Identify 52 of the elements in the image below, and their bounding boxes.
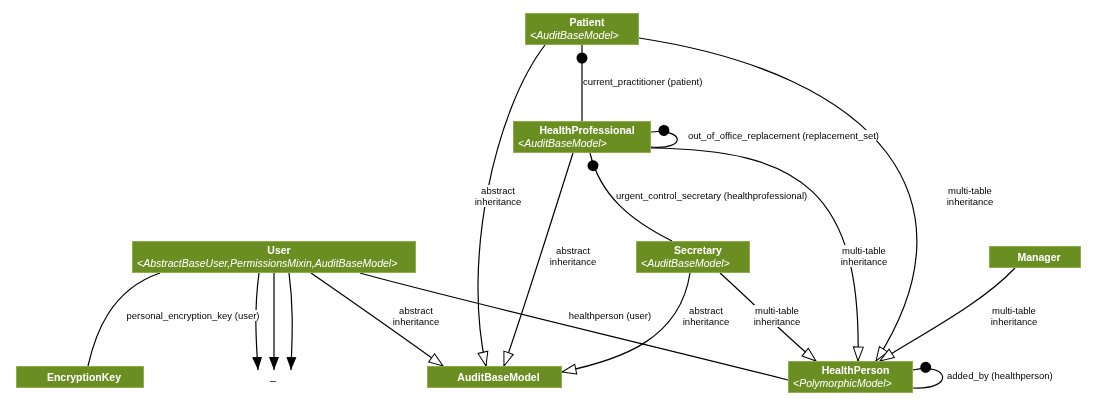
class-name: Patient xyxy=(568,16,606,29)
node-label: _ xyxy=(266,370,280,388)
class-name: HealthPerson xyxy=(820,364,891,377)
edge-label: out_of_office_replacement (replacement_set) xyxy=(688,130,879,141)
class-box xyxy=(16,366,144,388)
edge-label: abstract inheritance xyxy=(549,245,597,267)
edge-label: added_by (healthperson) xyxy=(947,370,1053,381)
edge-label: urgent_control_secretary (healthprofessional) xyxy=(616,190,808,201)
edge-label: multi-table inheritance xyxy=(840,245,888,267)
base-classes: <AbstractBaseUser,PermissionsMixin,AuditBaseModel> xyxy=(137,257,399,270)
edge-label: healthperson (user) xyxy=(568,310,652,321)
class-box xyxy=(636,241,750,273)
arrow xyxy=(252,272,263,371)
base-classes: <AuditBaseModel> xyxy=(518,137,608,150)
class-box xyxy=(989,246,1081,268)
association-line xyxy=(576,44,588,122)
class-name: Secretary xyxy=(673,244,723,257)
class-box xyxy=(427,366,562,388)
base-classes: <PolymorphicModel> xyxy=(793,377,893,390)
class-box xyxy=(788,361,913,393)
edge-label: multi-table inheritance xyxy=(753,305,801,327)
class-box xyxy=(525,13,639,45)
association-line xyxy=(912,362,944,389)
class-name: EncryptionKey xyxy=(45,370,122,384)
arrow xyxy=(650,147,864,362)
edge-label: current_practitioner (patient) xyxy=(583,76,703,87)
class-name: Manager xyxy=(1016,250,1061,264)
edge-label: abstract inheritance xyxy=(474,185,522,207)
base-classes: <AuditBaseModel> xyxy=(530,29,620,42)
edge-label: abstract inheritance xyxy=(682,305,730,327)
connector-line xyxy=(87,272,161,367)
arrow xyxy=(561,272,691,375)
arrow xyxy=(638,37,918,362)
arrow xyxy=(310,272,444,367)
class-name: HealthProfessional xyxy=(538,124,636,137)
association-line xyxy=(650,125,678,148)
base-classes: <AuditBaseModel> xyxy=(641,257,731,270)
edge-label: abstract inheritance xyxy=(392,305,440,327)
arrow xyxy=(269,272,279,371)
class-box xyxy=(513,121,651,153)
edge-label: multi-table inheritance xyxy=(990,305,1038,327)
edge-label: multi-table inheritance xyxy=(946,185,994,207)
class-name: User xyxy=(266,244,292,257)
arrow xyxy=(477,44,546,367)
class-box xyxy=(132,241,416,273)
arrow xyxy=(286,272,297,371)
connector-line xyxy=(359,272,789,381)
arrow xyxy=(503,152,574,367)
association-line xyxy=(588,152,673,242)
class-name: AuditBaseModel xyxy=(456,370,540,384)
edge-label: personal_encryption_key (user) xyxy=(126,310,260,321)
arrow xyxy=(879,267,1016,362)
